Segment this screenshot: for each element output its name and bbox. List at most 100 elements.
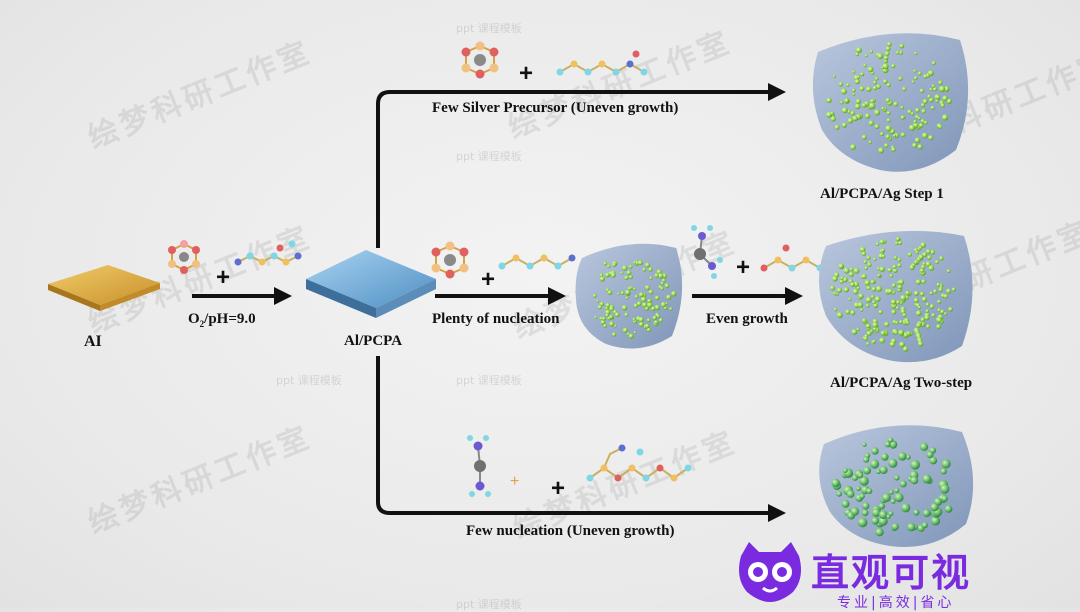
particle	[885, 134, 891, 140]
particle	[935, 99, 939, 103]
particle	[607, 290, 613, 295]
particle	[603, 323, 607, 328]
particle	[897, 240, 903, 246]
particle	[628, 333, 634, 339]
particle	[922, 252, 928, 258]
particle	[885, 46, 891, 52]
particle	[603, 261, 608, 266]
particle	[916, 322, 921, 328]
particle	[826, 97, 832, 104]
particle	[859, 246, 866, 253]
particle	[866, 342, 870, 346]
particle	[899, 480, 907, 488]
particle	[852, 288, 859, 295]
watermark-small: ppt 课程模板	[456, 22, 522, 35]
particle	[875, 242, 880, 246]
particle	[919, 291, 925, 297]
particle	[625, 296, 629, 300]
particle	[917, 116, 921, 120]
particle	[628, 264, 633, 269]
particle	[920, 264, 926, 270]
particle	[931, 313, 936, 318]
particle	[599, 273, 604, 278]
plenty-nucleation-label: Plenty of nucleation	[432, 311, 560, 327]
particle	[626, 270, 632, 276]
particle	[646, 327, 651, 332]
particle	[884, 441, 891, 448]
particle	[911, 80, 915, 84]
particle	[866, 488, 873, 494]
particle	[846, 83, 850, 87]
particle	[910, 112, 915, 116]
particle	[951, 287, 956, 292]
particle	[912, 142, 918, 148]
particle	[895, 306, 900, 310]
particle	[857, 472, 864, 479]
plus-sign: +	[551, 475, 566, 502]
few-nucleation-label: Few nucleation (Uneven growth)	[466, 523, 675, 539]
particle	[919, 268, 925, 273]
surface-bottom-image	[819, 425, 974, 548]
particle	[865, 296, 872, 303]
particle	[924, 315, 930, 321]
surface-twostep-image	[819, 230, 973, 363]
particle	[946, 288, 952, 294]
particle	[883, 55, 889, 61]
particle	[844, 98, 850, 104]
particle	[868, 140, 872, 144]
particle	[612, 332, 617, 337]
even-growth-label: Even growth	[706, 311, 788, 327]
particle	[920, 242, 926, 248]
particle	[861, 103, 867, 108]
particle	[890, 299, 897, 305]
particle	[938, 124, 943, 129]
particle	[654, 295, 660, 301]
particle	[885, 125, 892, 132]
particle	[879, 466, 888, 475]
particle	[636, 301, 642, 306]
particle	[930, 516, 941, 526]
molecule-chain-bottom	[586, 444, 692, 482]
plus-sign: +	[481, 266, 496, 293]
particle	[661, 278, 666, 283]
particle	[896, 300, 901, 305]
particle	[938, 80, 943, 85]
plus-sign: +	[736, 254, 751, 281]
particle	[868, 120, 874, 126]
condition-subscript: 2	[199, 319, 205, 329]
particle	[847, 118, 853, 124]
particle	[633, 303, 639, 308]
particle	[919, 88, 925, 94]
particle	[660, 281, 665, 286]
particle	[859, 86, 865, 92]
particle	[850, 110, 855, 116]
plus-sign: +	[519, 60, 534, 87]
particle	[915, 310, 922, 317]
particle	[917, 144, 923, 150]
particle	[621, 305, 628, 311]
particle	[853, 267, 860, 274]
particle	[900, 309, 906, 315]
particle	[832, 276, 838, 282]
arrows	[192, 83, 803, 522]
watermark-small: ppt 课程模板	[456, 374, 522, 387]
particle	[900, 115, 905, 120]
particle	[917, 71, 922, 76]
particle	[864, 266, 868, 270]
particle	[878, 516, 888, 526]
particle	[933, 289, 938, 294]
particle	[948, 306, 953, 312]
particle	[832, 74, 836, 78]
particle	[869, 102, 876, 110]
molecule-precursor-left	[168, 240, 200, 274]
particle	[876, 84, 881, 89]
particle	[929, 304, 935, 309]
particle	[853, 281, 859, 288]
particle	[914, 261, 918, 265]
particle	[605, 309, 611, 315]
particle	[830, 285, 835, 291]
particle	[881, 254, 886, 259]
particle	[898, 329, 904, 336]
particle	[874, 296, 881, 302]
particle	[943, 294, 949, 299]
